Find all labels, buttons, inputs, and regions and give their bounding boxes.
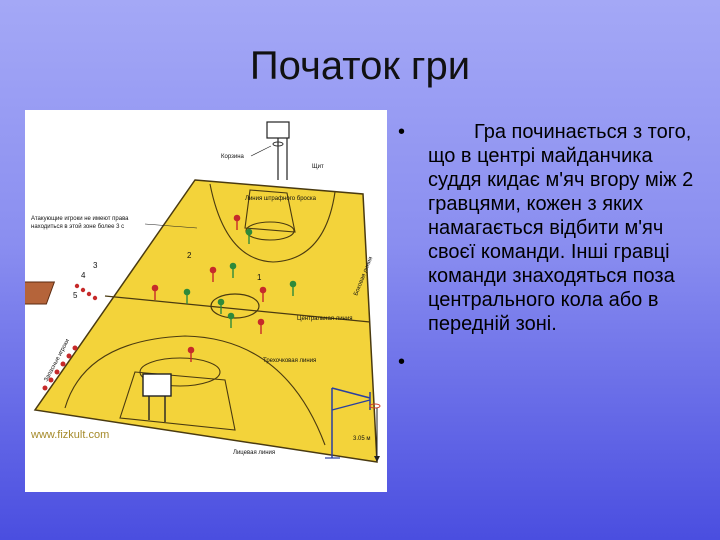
bullet-marker: • bbox=[398, 351, 406, 373]
player-number-3: 3 bbox=[93, 261, 98, 270]
bullet-marker: • bbox=[398, 121, 406, 143]
red-team-players bbox=[151, 214, 267, 362]
bullet-text: Гра починається з того, що в центрі майд… bbox=[428, 121, 694, 335]
rule-note-line2: находиться в этой зоне более 3 с bbox=[31, 223, 124, 230]
watermark: www.fizkult.com bbox=[30, 429, 109, 441]
far-three-point-arc bbox=[209, 183, 336, 263]
basketball-court-illustration: 3.05 м Корзина Щит Линия штрафного броск… bbox=[25, 110, 387, 492]
center-circle bbox=[210, 293, 260, 319]
far-key bbox=[244, 189, 296, 233]
basket-label: Корзина bbox=[221, 154, 245, 160]
near-key bbox=[119, 371, 236, 431]
player-number-5: 5 bbox=[73, 291, 78, 300]
bullet-list: • Гра починається з того, що в центрі ма… bbox=[398, 120, 698, 374]
bullet-item-empty: • bbox=[398, 350, 698, 374]
three-point-line-label: Трехочковая линия bbox=[263, 358, 316, 364]
far-backboard bbox=[266, 121, 290, 139]
substitutes-bench bbox=[25, 281, 56, 305]
near-backboard bbox=[142, 373, 172, 397]
rule-note-line1: Атакующие игроки не имеют права bbox=[31, 216, 129, 222]
player-number-1: 1 bbox=[257, 273, 262, 282]
center-line bbox=[104, 295, 371, 323]
substitute-players bbox=[42, 345, 78, 391]
hoop-height-diagram: 3.05 м bbox=[325, 387, 381, 462]
slide-title: Початок гри bbox=[249, 44, 471, 88]
bench-players bbox=[74, 283, 98, 301]
center-line-label: Центральная линия bbox=[297, 316, 352, 322]
free-throw-line-label: Линия штрафного броска bbox=[245, 196, 317, 202]
near-three-point-arc bbox=[64, 335, 326, 446]
end-line-label: Лицевая линия bbox=[233, 450, 275, 456]
green-team-players bbox=[183, 228, 297, 328]
player-number-2: 2 bbox=[187, 251, 192, 260]
player-number-4: 4 bbox=[81, 271, 86, 280]
backboard-label: Щит bbox=[312, 164, 324, 170]
court-drawing: 3.05 м Корзина Щит Линия штрафного броск… bbox=[25, 121, 381, 463]
hoop-height-label: 3.05 м bbox=[353, 436, 370, 442]
bullet-item: • Гра починається з того, що в центрі ма… bbox=[398, 120, 698, 336]
